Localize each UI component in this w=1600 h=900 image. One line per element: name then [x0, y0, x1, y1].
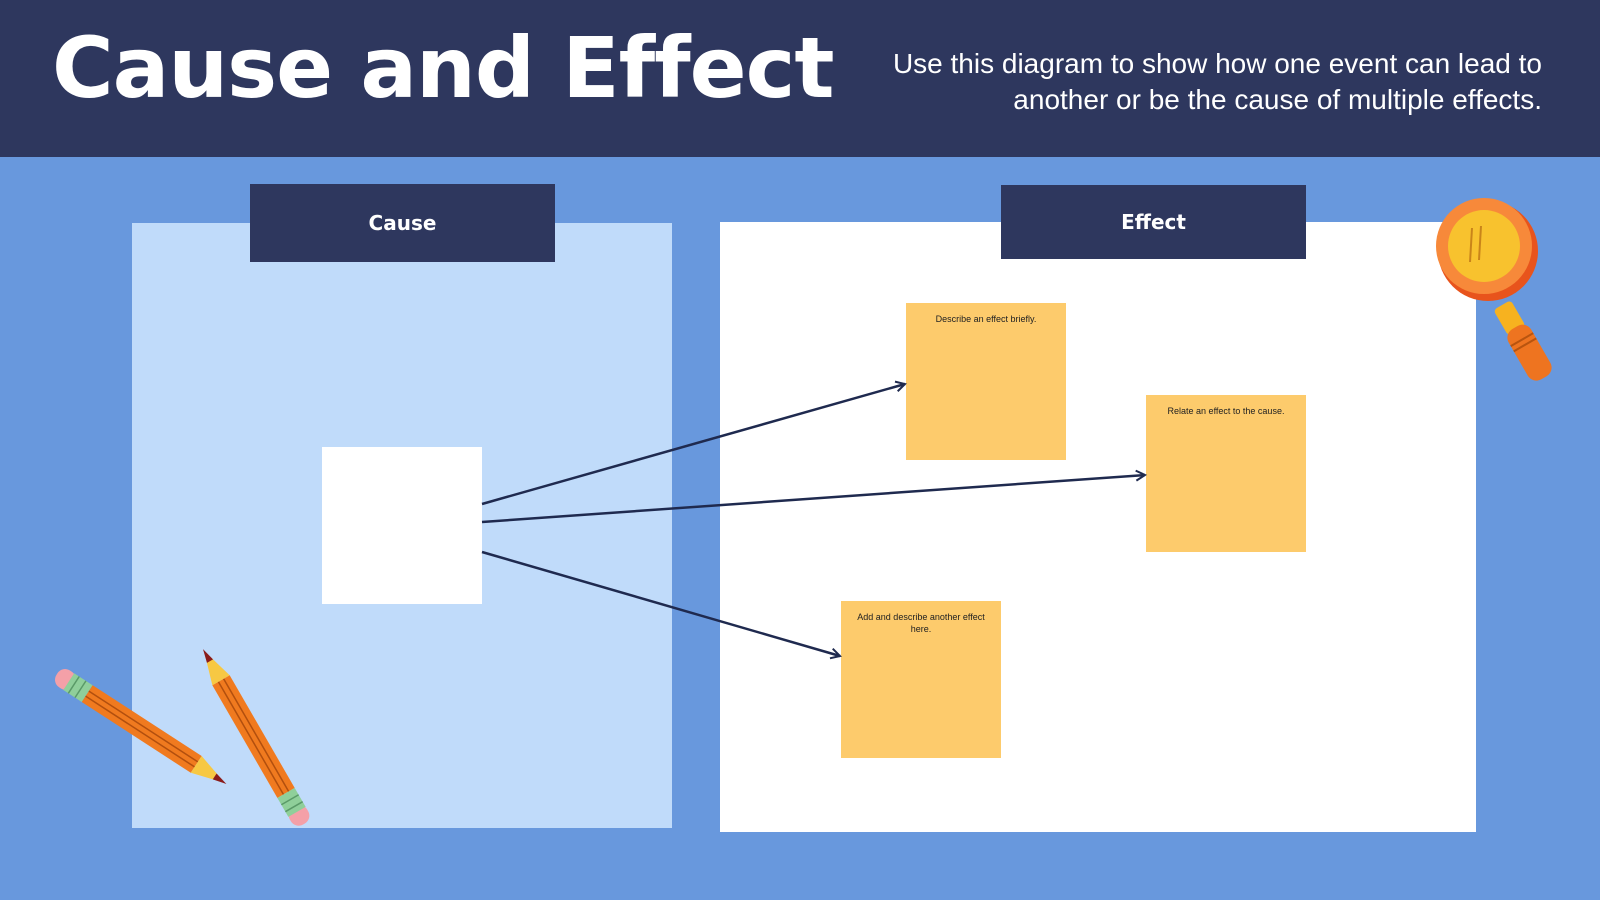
- page-title: Cause and Effect: [52, 19, 835, 117]
- cause-heading: Cause: [250, 184, 555, 262]
- cause-box[interactable]: [322, 447, 482, 604]
- effect-panel: [720, 222, 1476, 832]
- effect-heading: Effect: [1001, 185, 1306, 259]
- header-bar: Cause and Effect Use this diagram to sho…: [0, 0, 1600, 157]
- effect-note-3[interactable]: Add and describe another effect here.: [841, 601, 1001, 758]
- page-subtitle: Use this diagram to show how one event c…: [892, 48, 1542, 115]
- effect-note-1[interactable]: Describe an effect briefly.: [906, 303, 1066, 460]
- effect-note-2[interactable]: Relate an effect to the cause.: [1146, 395, 1306, 552]
